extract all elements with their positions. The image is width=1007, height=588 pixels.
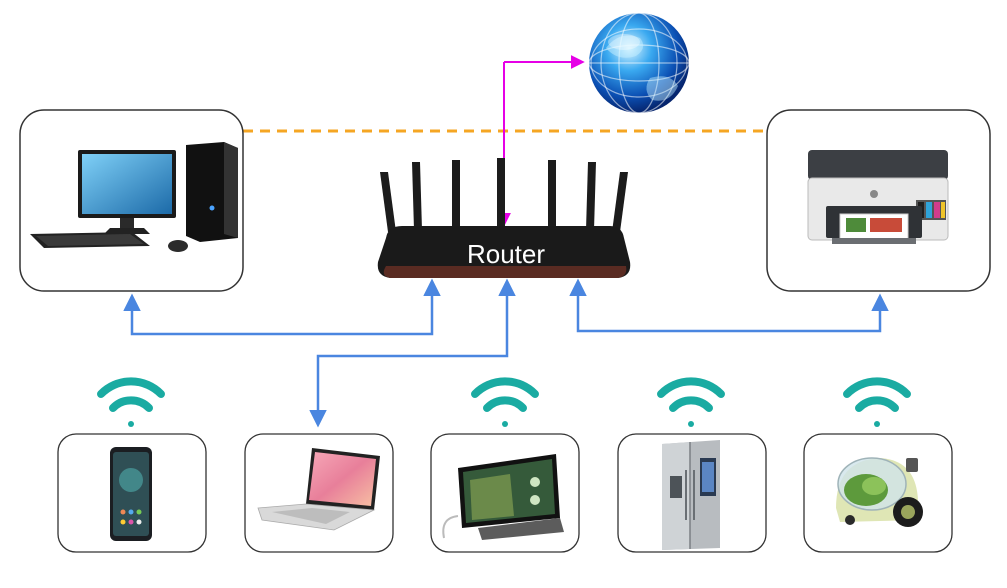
lan-link-router-printer <box>569 278 889 333</box>
robot-node[interactable] <box>803 433 953 553</box>
smartphone-node[interactable] <box>57 433 207 553</box>
laptop-node[interactable] <box>244 433 394 553</box>
laptop-icon <box>257 448 380 531</box>
wifi-icon <box>97 377 165 427</box>
router-antennas <box>380 158 628 232</box>
tablet-on-dock-icon <box>442 454 564 540</box>
robot-device-icon <box>836 457 923 527</box>
printer-node[interactable] <box>766 109 991 292</box>
wifi-signals <box>97 377 911 427</box>
desktop-pc-node[interactable] <box>19 109 244 292</box>
links <box>123 55 889 428</box>
router-body <box>377 226 631 278</box>
internet-globe[interactable] <box>588 12 690 114</box>
desktop-computer-icon <box>30 142 238 252</box>
router-label: Router <box>467 239 545 269</box>
router-node[interactable]: Router <box>377 158 631 278</box>
smart-fridge-node[interactable] <box>617 433 767 553</box>
globe-gridlines <box>588 12 690 114</box>
lan-link-router-laptop <box>309 278 516 428</box>
printer-icon <box>807 150 949 244</box>
smartphone-icon <box>110 447 152 541</box>
wifi-icon <box>657 377 725 427</box>
refrigerator-icon <box>662 440 720 550</box>
wifi-icon <box>843 377 911 427</box>
tablet-node[interactable] <box>430 433 580 553</box>
wifi-icon <box>471 377 539 427</box>
